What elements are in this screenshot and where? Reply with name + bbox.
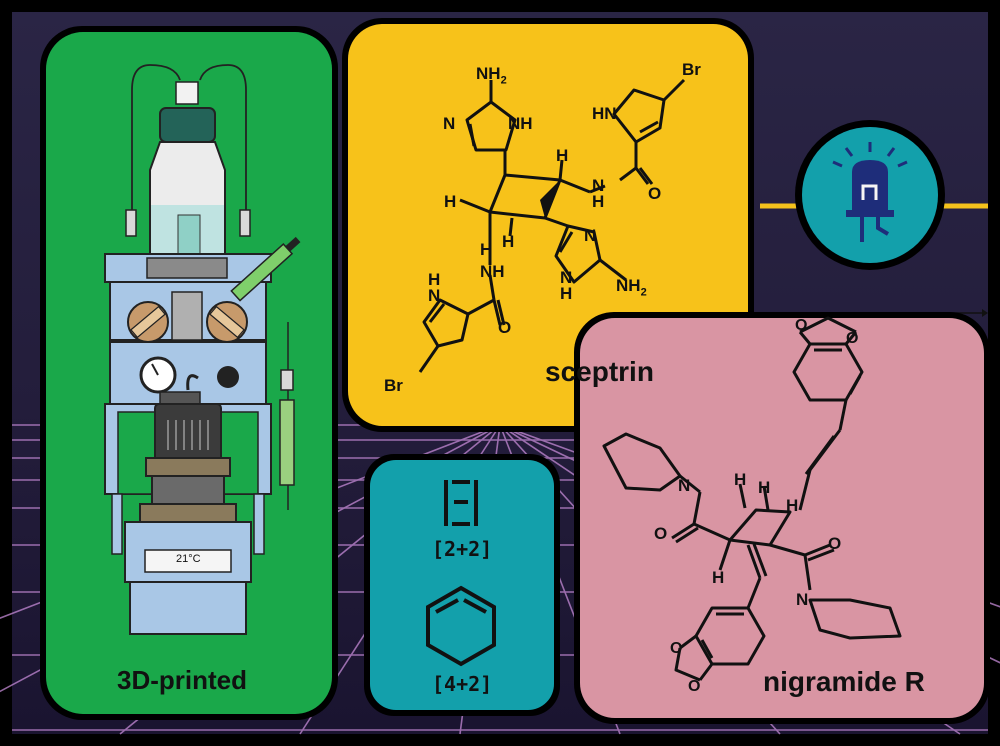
atom-o-n5: O xyxy=(670,640,683,657)
atom-o-1: O xyxy=(648,184,662,203)
device-label: 3D-printed xyxy=(117,665,247,695)
temperature-readout: 21°C xyxy=(176,553,201,565)
led-icon xyxy=(832,142,908,242)
atom-o-2: O xyxy=(498,318,512,337)
atom-o-n3: O xyxy=(654,524,668,543)
nigramide-panel xyxy=(574,312,990,724)
nigramide-label: nigramide R xyxy=(763,666,925,697)
sceptrin-structure xyxy=(418,78,686,373)
led-badge xyxy=(795,120,945,270)
device-panel xyxy=(40,26,338,720)
atom-h-1: H xyxy=(556,146,569,165)
temperature-display xyxy=(144,549,232,573)
atom-h-n3: H xyxy=(786,496,799,515)
atom-n-2: N xyxy=(584,226,597,245)
atom-h-n2: H xyxy=(758,478,771,497)
atom-nh-3: NH xyxy=(480,262,505,281)
cyclobutane-icon xyxy=(444,480,478,526)
atom-n-1: N xyxy=(443,114,456,133)
atom-o-n4: O xyxy=(828,534,842,553)
atom-nh-1: NH xyxy=(508,114,533,133)
atom-n-n1: N xyxy=(678,476,691,495)
atom-h-n4: H xyxy=(712,568,725,587)
atom-h-4: H xyxy=(480,240,493,259)
label-4-2: [4+2] xyxy=(432,672,493,696)
sceptrin-label: sceptrin xyxy=(545,356,654,387)
atom-nh2-top: NH2 xyxy=(476,64,507,87)
cyclohexene-icon xyxy=(426,585,496,667)
atom-o-n6: O xyxy=(688,678,701,695)
label-2-2: [2+2] xyxy=(432,537,493,561)
atom-h-2: H xyxy=(444,192,457,211)
nigramide-structure xyxy=(602,316,902,682)
cycloaddition-panel xyxy=(364,454,560,716)
atom-h-3: H xyxy=(502,232,515,251)
arrow-head xyxy=(982,309,988,317)
atom-br-2: Br xyxy=(384,376,403,395)
atom-o-n2: O xyxy=(846,330,859,347)
atom-br-1: Br xyxy=(682,60,701,79)
atom-o-n1: O xyxy=(795,317,808,334)
atom-nh2-bottom: NH2 xyxy=(616,276,647,299)
atom-n-n2: N xyxy=(796,590,809,609)
atom-hn-1: HN xyxy=(592,104,617,123)
atom-h-n1: H xyxy=(734,470,747,489)
